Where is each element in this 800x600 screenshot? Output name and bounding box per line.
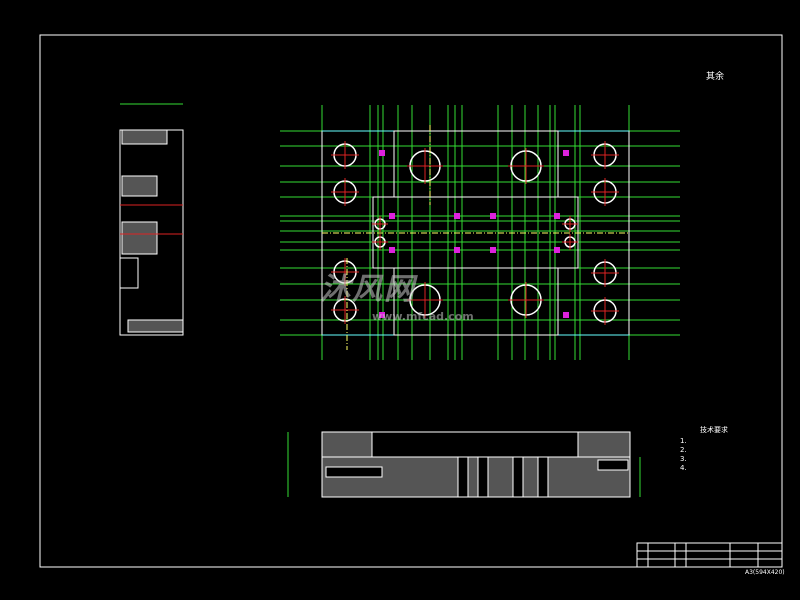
holes [331,141,619,325]
watermark-text: 沐风网 [320,272,416,307]
marker [554,247,560,253]
marker [389,247,395,253]
marker [563,150,569,156]
marker [563,312,569,318]
side-view [119,103,184,336]
tech-requirements-title: 技术要求 [700,426,728,434]
watermark-url: www.mfcad.com [372,310,474,323]
marker [389,213,395,219]
marker [490,213,496,219]
top-view [280,105,680,360]
tech-requirement-4: 4. [680,464,687,472]
marker [490,247,496,253]
tech-requirement-1: 1. [680,437,687,445]
sheet-size-label: A3(594X420) [745,569,785,576]
marker [454,247,460,253]
drawing-border [39,34,783,568]
marker [454,213,460,219]
marker [379,150,385,156]
section-view [287,431,641,498]
surface-roughness-note: 其余 [706,72,725,82]
marker [554,213,560,219]
marker [379,312,385,318]
tech-requirement-2: 2. [680,446,687,454]
tech-requirement-3: 3. [680,455,687,463]
title-block [636,542,783,568]
